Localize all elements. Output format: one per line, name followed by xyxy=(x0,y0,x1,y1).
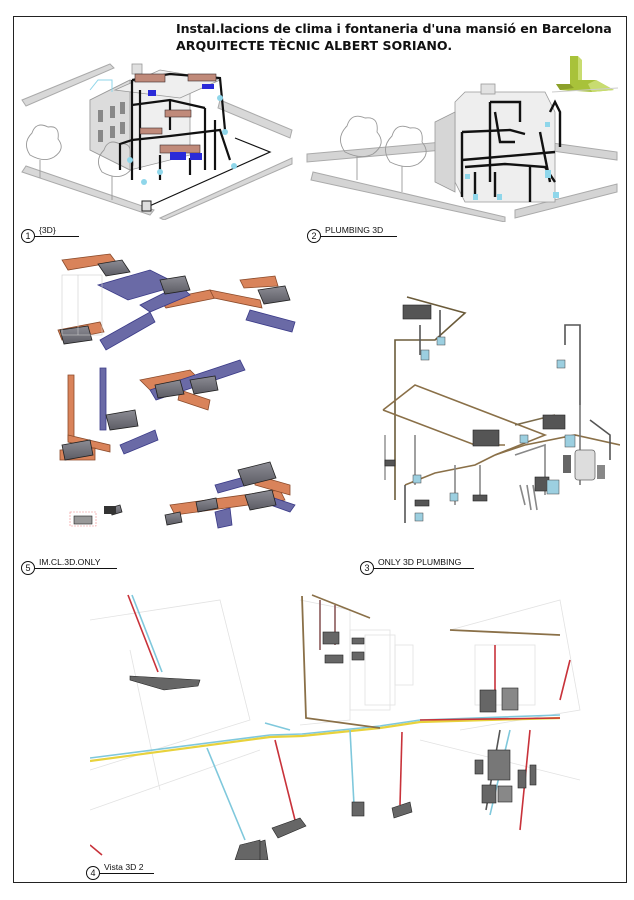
view-label-underline xyxy=(374,568,474,570)
view-name: Vista 3D 2 xyxy=(104,862,144,872)
view-label-1: 1 {3D} xyxy=(21,225,81,245)
view-2-plumbing-3d[interactable] xyxy=(305,72,620,222)
view-label-underline xyxy=(35,568,117,570)
view-label-5: 5 IM.CL.3D.ONLY xyxy=(21,557,121,577)
view-name: ONLY 3D PLUMBING xyxy=(378,557,462,567)
view-1-3d-building[interactable] xyxy=(20,60,295,220)
view-label-underline xyxy=(35,236,79,238)
view-label-underline xyxy=(100,873,154,875)
view-5-hvac-ducts[interactable] xyxy=(40,250,315,545)
view-name: {3D} xyxy=(39,225,56,235)
view-4-perspective-interior[interactable] xyxy=(90,590,590,860)
view-number-badge: 4 xyxy=(86,866,100,880)
view-number-badge: 2 xyxy=(307,229,321,243)
sheet-title-block: Instal.lacions de clima i fontaneria d'u… xyxy=(176,20,612,54)
sheet-title: Instal.lacions de clima i fontaneria d'u… xyxy=(176,21,612,36)
view-label-underline xyxy=(321,236,397,238)
view-label-4: 4 Vista 3D 2 xyxy=(86,862,166,882)
view-label-3: 3 ONLY 3D PLUMBING xyxy=(360,557,480,577)
view-number-badge: 1 xyxy=(21,229,35,243)
view-number-badge: 5 xyxy=(21,561,35,575)
view-name: IM.CL.3D.ONLY xyxy=(39,557,101,567)
view-number-badge: 3 xyxy=(360,561,374,575)
view-name: PLUMBING 3D xyxy=(325,225,384,235)
green-angular-logo-icon xyxy=(552,56,618,93)
sheet-author: ARQUITECTE TÈCNIC ALBERT SORIANO. xyxy=(176,38,453,53)
view-3-plumbing-only[interactable] xyxy=(375,285,620,530)
view-label-2: 2 PLUMBING 3D xyxy=(307,225,397,245)
